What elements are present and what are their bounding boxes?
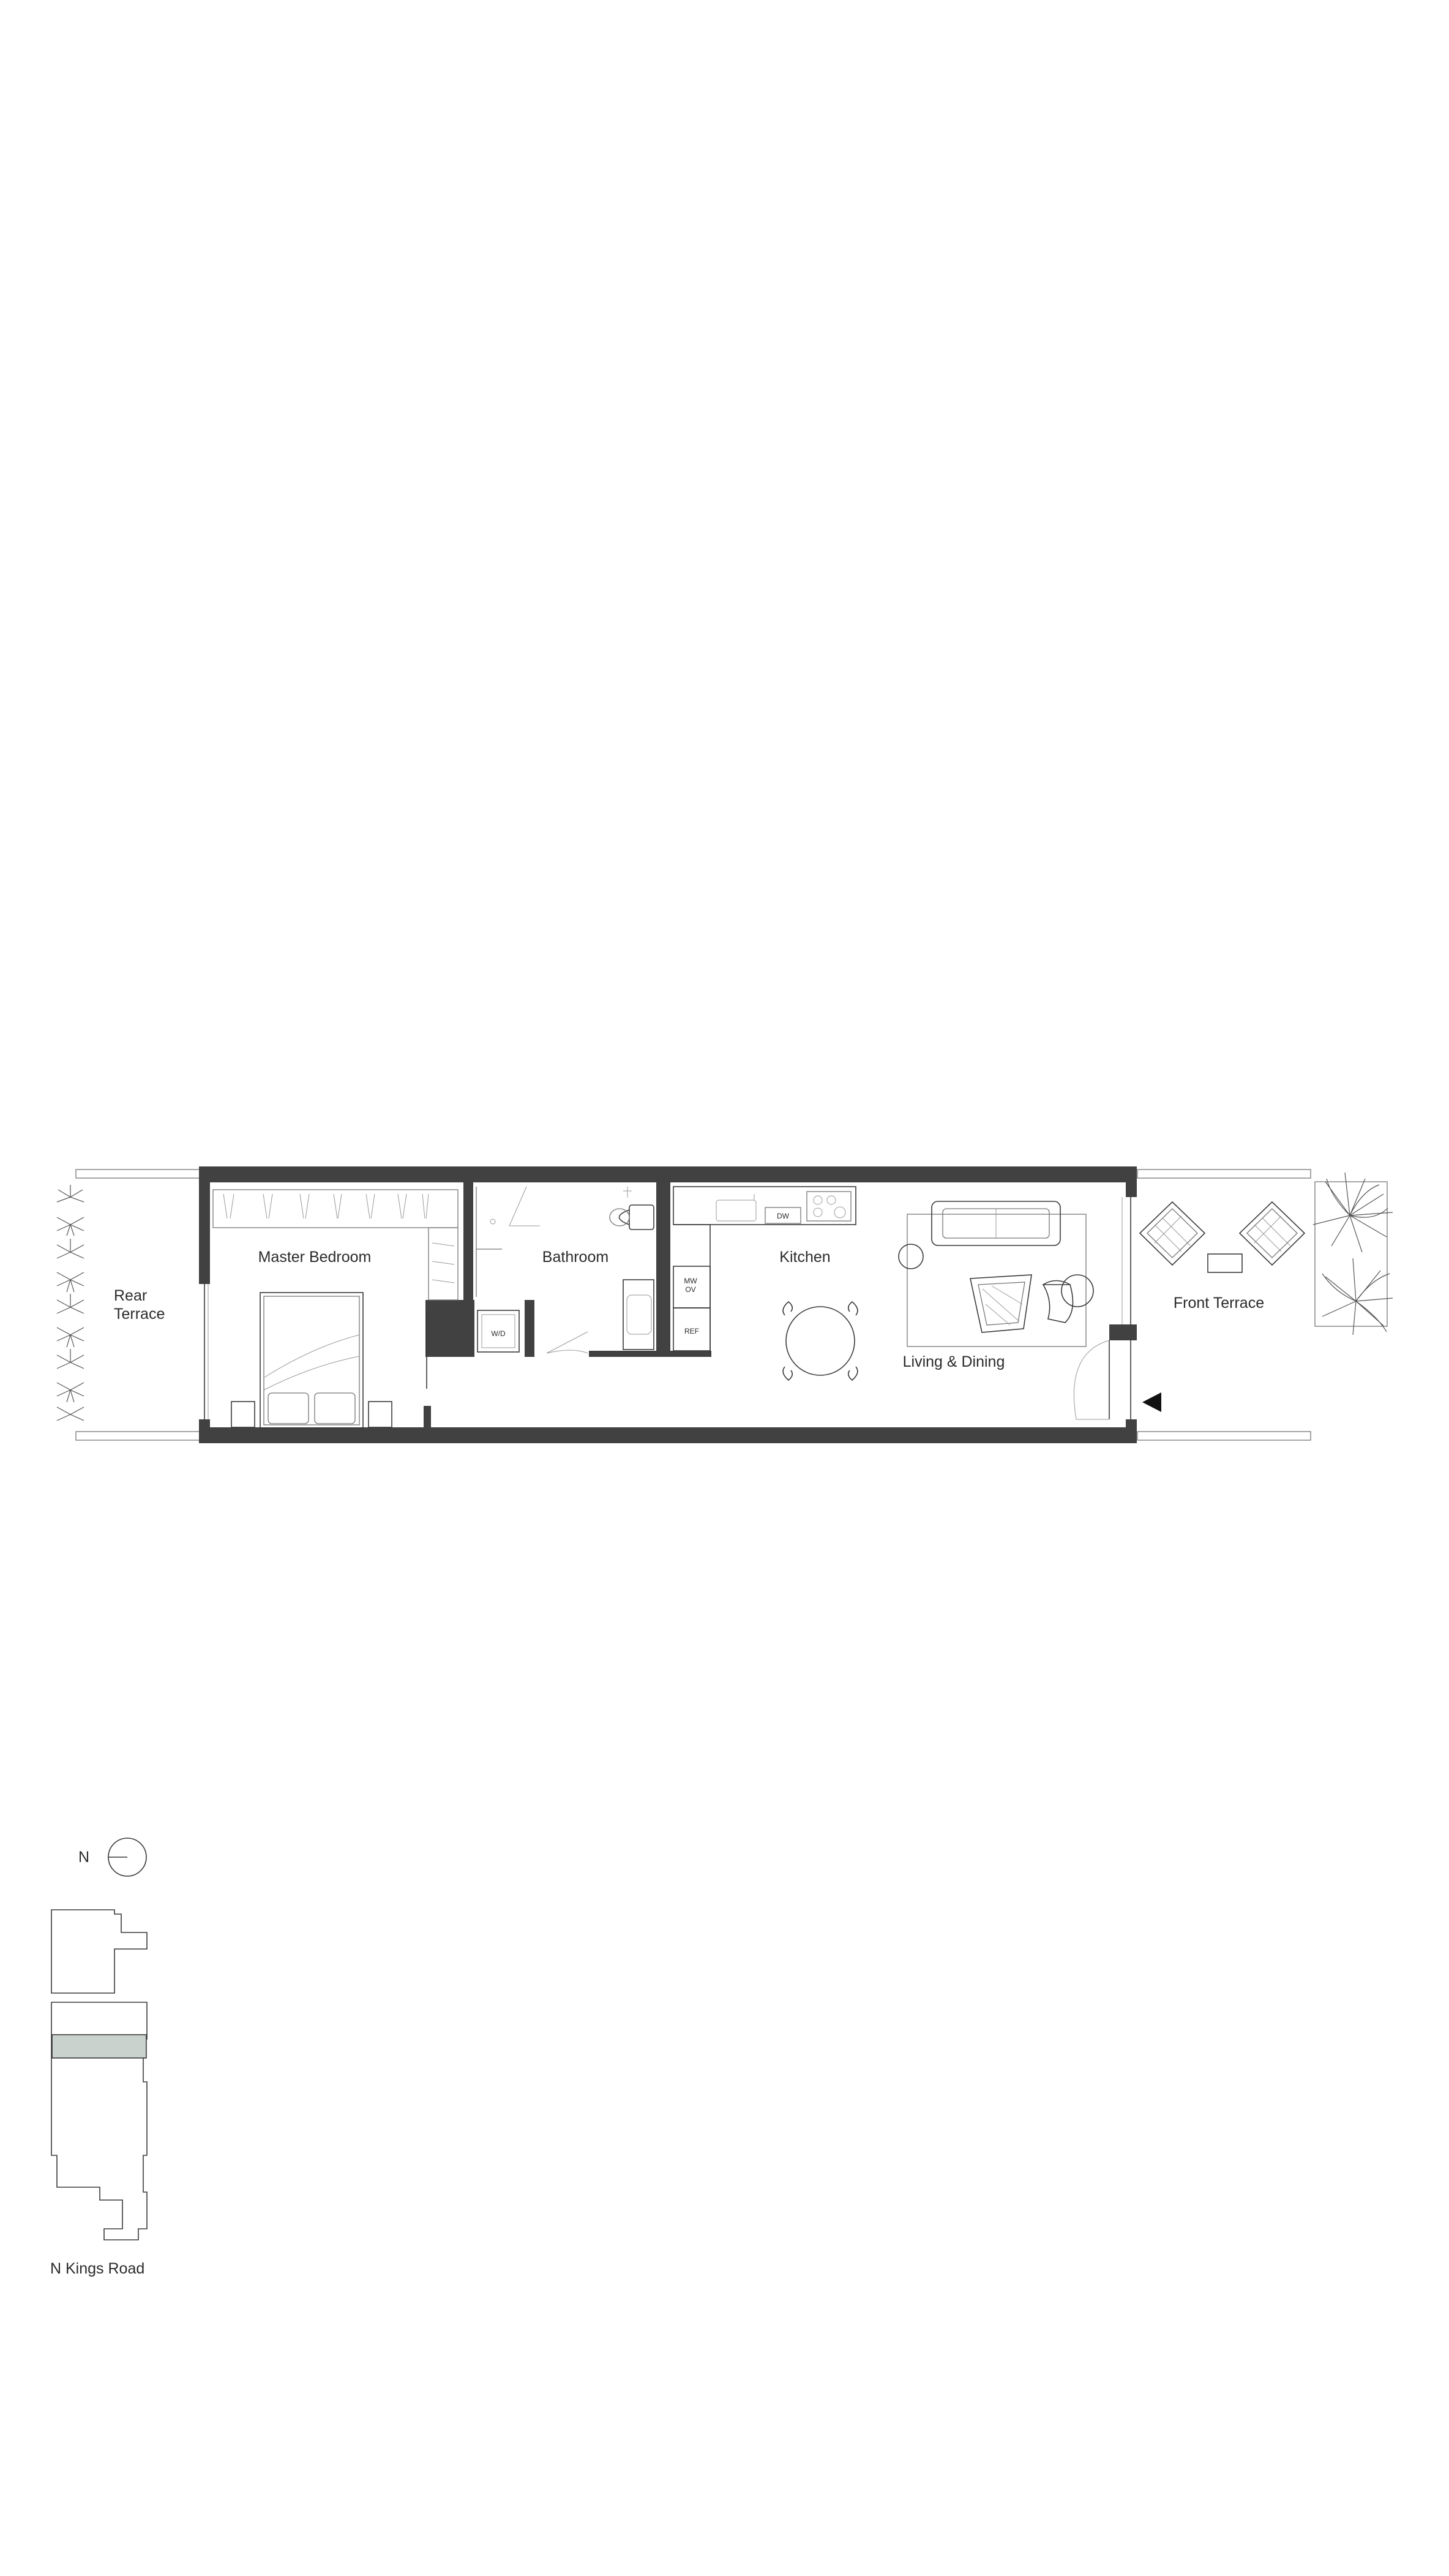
key-plan: N N Kings Road [50,1838,148,2277]
front-terrace-slab-bottom [1137,1431,1311,1441]
north-label: N [78,1849,89,1866]
dining-table [782,1301,858,1381]
bathroom-wall-left [463,1182,473,1300]
ov-label: OV [685,1285,695,1294]
master-bedroom [212,1189,459,1429]
terrace-side-table [1207,1253,1243,1273]
kitchen-counter [673,1186,856,1225]
bath-wall-bottom [589,1351,711,1357]
bedroom-stub-wall [424,1406,431,1427]
front-terrace-label: Front Terrace [1174,1294,1264,1312]
entry-door-swing [1073,1340,1110,1420]
nightstand-right [368,1401,392,1428]
front-wall-lower [1126,1419,1137,1443]
kitchen: DW MW OV REF [673,1186,858,1381]
unit-highlight [51,2034,147,2059]
ref-label: REF [684,1327,699,1335]
rear-terrace-plants [56,1185,84,1421]
street-label: N Kings Road [50,2260,144,2277]
north-compass-icon [108,1838,147,1877]
sink [716,1200,757,1222]
rear-wall-lower [199,1419,210,1443]
rear-wall-upper [199,1166,210,1284]
wardrobe [212,1189,459,1228]
rear-terrace-label-2: Terrace [114,1305,165,1323]
site-outline [51,1909,148,2240]
kitchen-label: Kitchen [779,1249,830,1266]
living-dining [898,1201,1161,1420]
exterior-wall-top [199,1166,1137,1182]
pillow-right [314,1392,356,1424]
side-table [898,1244,924,1269]
plant-icon [1312,1172,1393,1335]
front-wall-upper [1126,1166,1137,1197]
planter [1314,1181,1388,1327]
bathroom-door [546,1331,588,1354]
cooktop [806,1191,852,1222]
master-bedroom-label: Master Bedroom [258,1249,372,1266]
living-dining-label: Living & Dining [903,1353,1005,1370]
wd-closet-left [425,1300,474,1357]
bed [260,1292,364,1429]
entry-arrow-icon [1142,1392,1161,1412]
rear-terrace-slab-bottom [75,1431,203,1441]
wardrobe-hangers [223,1193,429,1219]
bathroom-wall-right [656,1182,670,1357]
nightstand-left [231,1401,255,1428]
rear-terrace-slab-top [75,1169,203,1179]
bathroom-label: Bathroom [542,1249,608,1266]
exterior-wall-bottom [199,1427,1137,1443]
toilet [609,1204,654,1230]
lounge-chair-left [1139,1201,1206,1266]
armchair [1042,1274,1094,1323]
shower-enclosure [476,1187,502,1297]
front-wall-mid [1109,1324,1137,1340]
mw-label: MW [684,1277,697,1285]
bathroom [476,1186,654,1354]
wd-closet-right [525,1300,534,1357]
lounge-chair-right [1238,1201,1306,1266]
refrigerator [673,1307,711,1351]
coffee-table [970,1274,1032,1333]
washer-dryer [477,1310,520,1353]
pillow-left [268,1392,309,1424]
wardrobe-side [428,1227,459,1301]
front-terrace [1139,1172,1393,1335]
rear-terrace-label-1: Rear [114,1287,147,1304]
dishwasher [765,1207,801,1224]
vanity [623,1279,654,1350]
dw-label: DW [777,1212,790,1220]
front-terrace-slab-top [1137,1169,1311,1179]
sofa [931,1201,1061,1246]
wd-label: W/D [491,1329,506,1338]
rug [907,1214,1087,1347]
shower-door [509,1186,540,1226]
floor-plan: W/D [56,1166,1393,1443]
